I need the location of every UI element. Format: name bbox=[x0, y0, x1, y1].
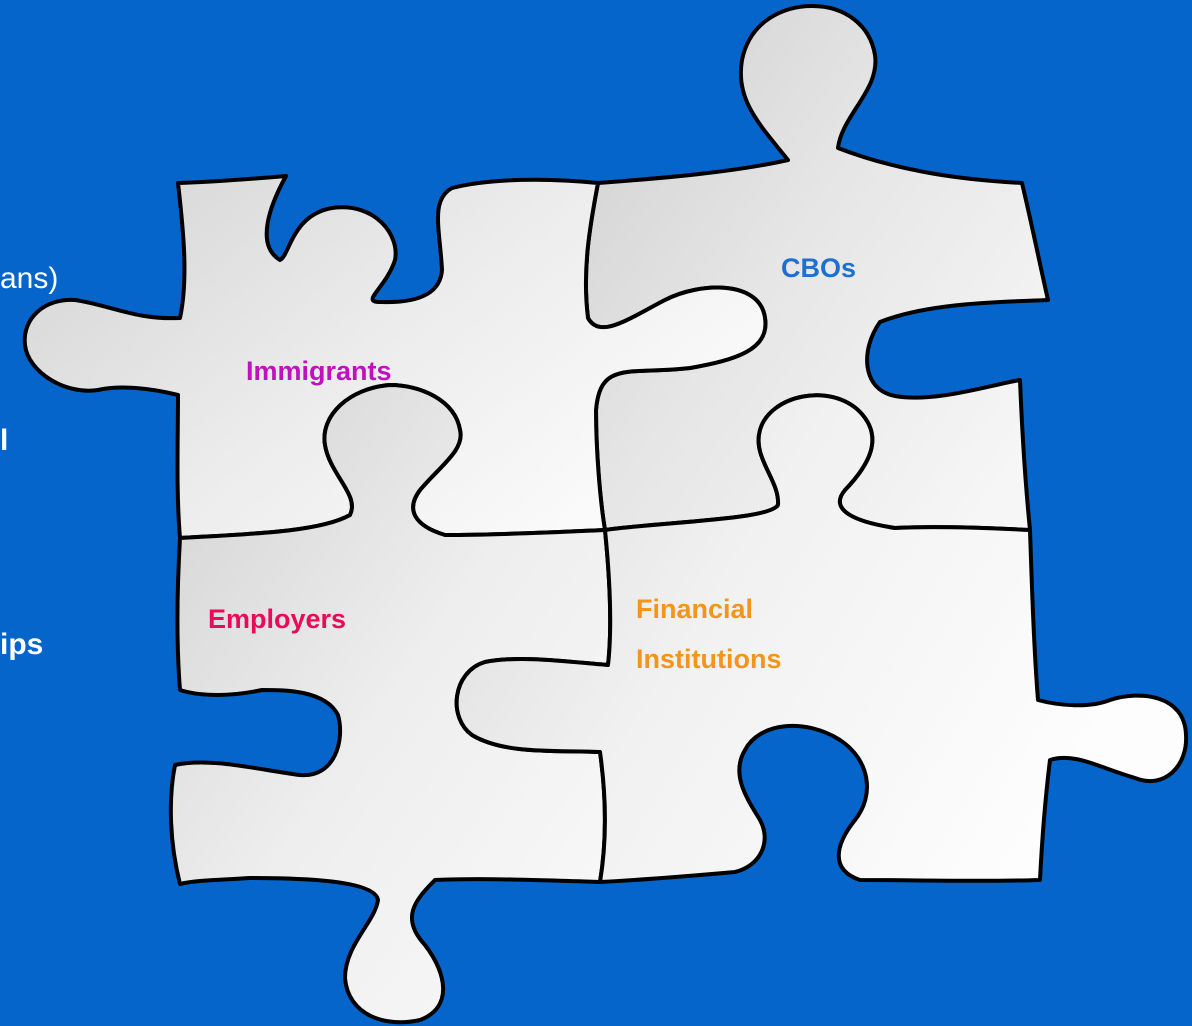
label-financial: Financial bbox=[636, 594, 753, 624]
left-text-fragment-2: l bbox=[0, 424, 9, 457]
label-employers: Employers bbox=[208, 604, 346, 634]
puzzle-piece-immigrants bbox=[22, 174, 768, 540]
label-cbos: CBOs bbox=[781, 253, 856, 283]
label-immigrants: Immigrants bbox=[246, 356, 392, 386]
label-institutions: Institutions bbox=[636, 644, 781, 674]
left-text-fragment-1: ans) bbox=[0, 262, 59, 295]
puzzle-piece-financial-institutions bbox=[454, 393, 1189, 884]
left-text-fragment-3: ips bbox=[0, 628, 44, 661]
puzzle-piece-employers bbox=[168, 383, 613, 1025]
